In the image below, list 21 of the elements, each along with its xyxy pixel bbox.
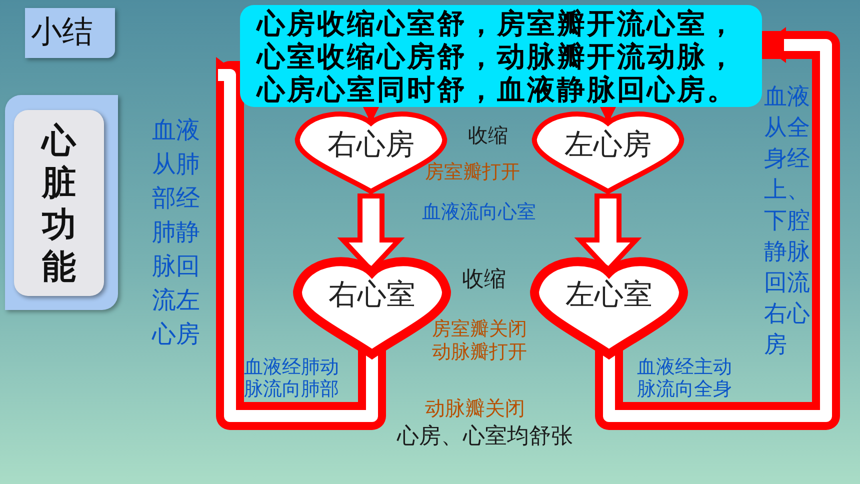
step-note: 收缩 xyxy=(468,122,509,148)
step-note: 动脉瓣关闭 xyxy=(425,396,526,420)
step-note: 血液流向心室 xyxy=(422,200,537,224)
side-note: 血液从肺部经肺静脉回流左心房 xyxy=(152,115,201,350)
heart-label: 左心房 xyxy=(564,126,652,162)
title-card xyxy=(14,110,104,296)
step-note: 房室瓣关闭 xyxy=(432,318,528,341)
step-note: 心房、心室均舒张 xyxy=(397,423,574,451)
verse-text: 心房收缩心室舒，房室瓣开流心室，心室收缩心房舒，动脉瓣开流动脉，心房心室同时舒，血液静脉回心房。 xyxy=(257,7,738,106)
side-note: 血液从全身经上、下腔静脉回流右心房 xyxy=(764,83,811,360)
summary-tag xyxy=(25,8,115,58)
step-note: 收缩 xyxy=(462,266,507,294)
heart-label: 右心室 xyxy=(328,276,416,312)
card-title: 心脏功能 xyxy=(41,120,77,288)
step-note: 房室瓣打开 xyxy=(425,160,521,184)
heart-label: 左心室 xyxy=(564,276,654,312)
tag-text: 小结 xyxy=(31,13,93,52)
step-note: 动脉瓣打开 xyxy=(432,341,528,364)
heart-label: 右心房 xyxy=(326,126,416,162)
flow-note: 血液经主动脉流向全身 xyxy=(637,356,733,400)
flow-note: 血液经肺动脉流向肺部 xyxy=(244,356,340,400)
